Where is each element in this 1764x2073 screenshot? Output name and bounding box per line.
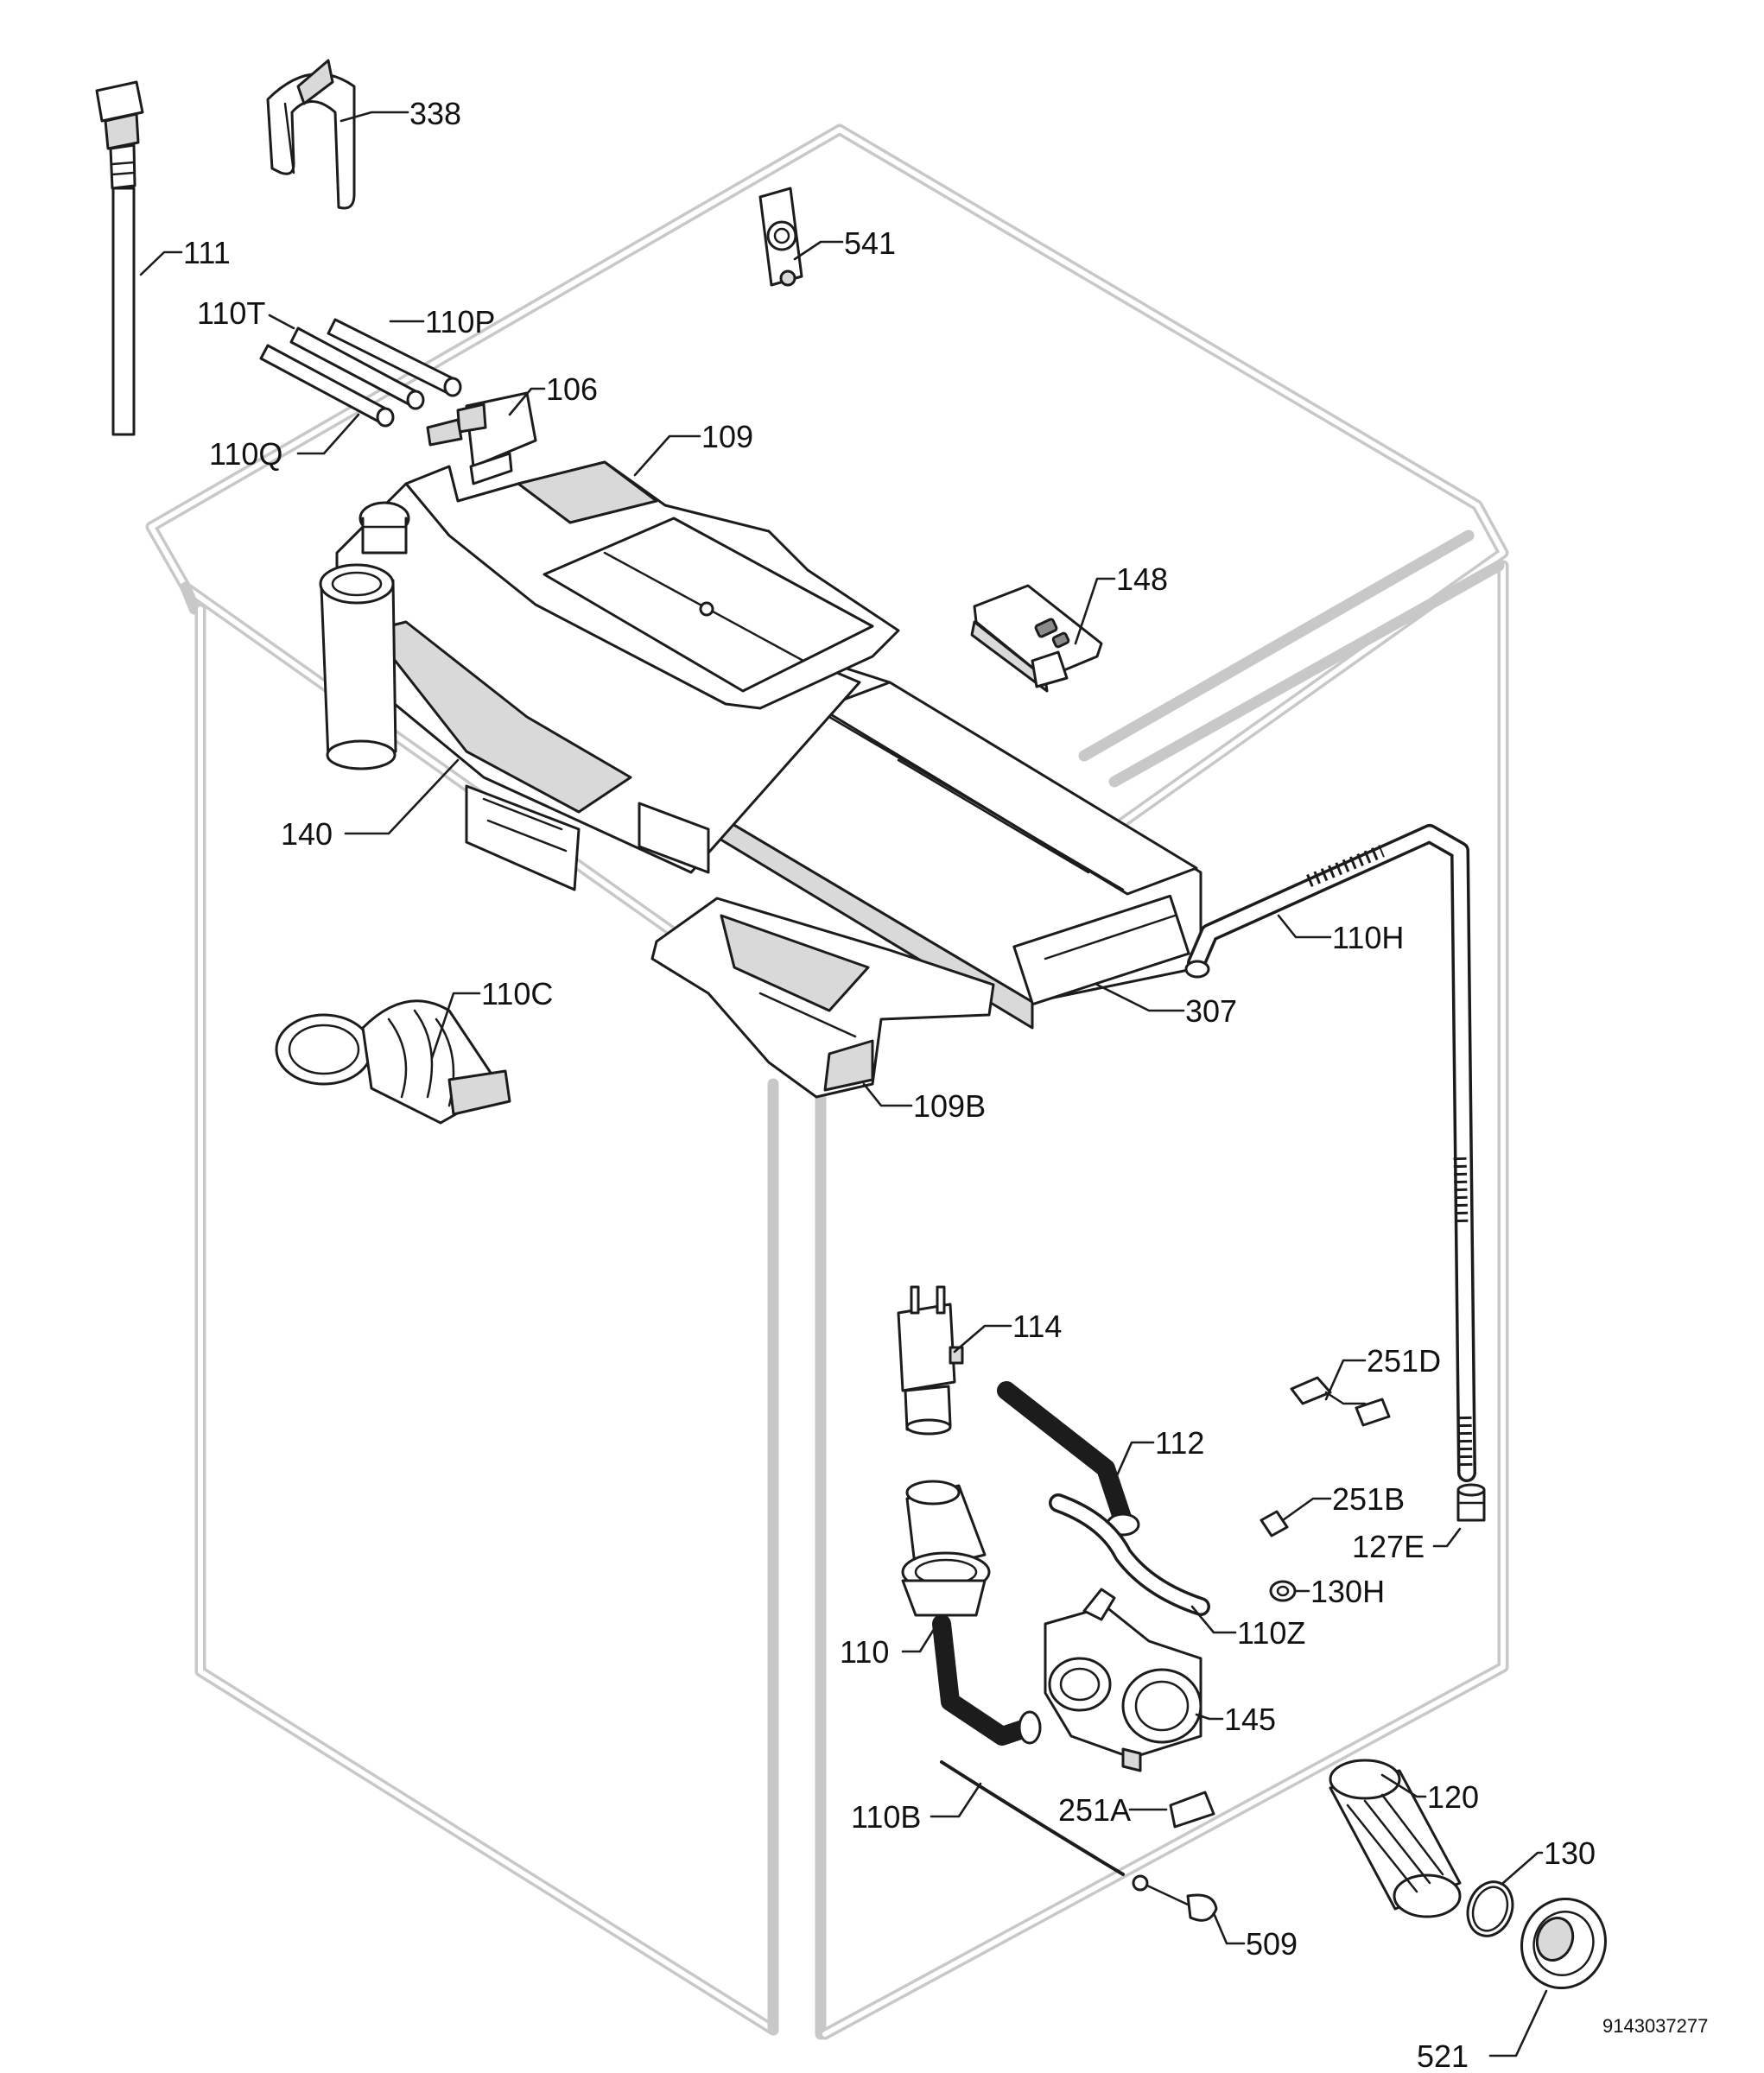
label-541: 541	[844, 225, 896, 261]
nut-127E	[1456, 1483, 1486, 1522]
filter-120	[1329, 1759, 1462, 1918]
label-112: 112	[1155, 1425, 1204, 1461]
leader-lines	[139, 111, 1548, 2057]
label-109B: 109B	[913, 1088, 986, 1124]
label-145: 145	[1224, 1702, 1276, 1737]
pressure-switch-114	[897, 1285, 964, 1436]
label-110B: 110B	[851, 1799, 921, 1835]
label-509: 509	[1246, 1926, 1298, 1962]
part-labels: 338 111 541 110T 110P 106 110Q 109 148 1…	[183, 96, 1708, 2073]
document-code: 9143037277	[1602, 2015, 1708, 2037]
label-307: 307	[1185, 993, 1237, 1029]
label-110T: 110T	[197, 295, 265, 331]
label-120: 120	[1427, 1779, 1479, 1815]
grommet-130H	[1269, 1580, 1297, 1602]
label-110C: 110C	[481, 976, 553, 1011]
label-110H: 110H	[1332, 920, 1404, 955]
label-130H: 130H	[1310, 1574, 1385, 1609]
label-114: 114	[1012, 1309, 1062, 1344]
label-251D: 251D	[1367, 1343, 1441, 1379]
label-106: 106	[546, 371, 598, 407]
label-110P: 110P	[425, 304, 495, 339]
label-140: 140	[281, 816, 333, 852]
inlet-hose-111	[95, 80, 144, 436]
label-110: 110	[840, 1634, 889, 1670]
cabinet-outline	[145, 124, 1509, 2040]
plug-509	[1132, 1874, 1218, 1922]
bellows-110C	[275, 999, 511, 1125]
label-251B: 251B	[1332, 1481, 1405, 1517]
drain-pump-145	[1044, 1588, 1202, 1772]
label-110Q: 110Q	[209, 436, 282, 472]
label-338: 338	[409, 96, 461, 131]
hose-110H	[1184, 824, 1476, 1482]
clips-251	[1169, 1376, 1391, 1829]
wire-110B	[940, 1760, 1125, 1876]
bracket-541	[758, 187, 803, 287]
label-148: 148	[1116, 561, 1168, 597]
hose-guide-338	[266, 59, 356, 210]
label-127E: 127E	[1352, 1529, 1425, 1564]
label-110Z: 110Z	[1237, 1615, 1305, 1651]
label-130: 130	[1544, 1835, 1596, 1871]
hose-110Z	[1049, 1493, 1210, 1616]
handle-148	[970, 584, 1103, 693]
label-521: 521	[1417, 2038, 1469, 2073]
filter-cap-521	[1520, 1897, 1607, 1990]
label-111: 111	[183, 235, 231, 270]
dispenser-assembly	[319, 460, 1202, 1030]
tubes-110	[259, 318, 462, 428]
label-109: 109	[701, 419, 753, 454]
o-ring-130	[1466, 1880, 1514, 1937]
tray-109B	[650, 897, 995, 1099]
valve-106	[426, 391, 537, 485]
label-251A: 251A	[1058, 1792, 1131, 1828]
sump-hose-110	[901, 1480, 1042, 1746]
